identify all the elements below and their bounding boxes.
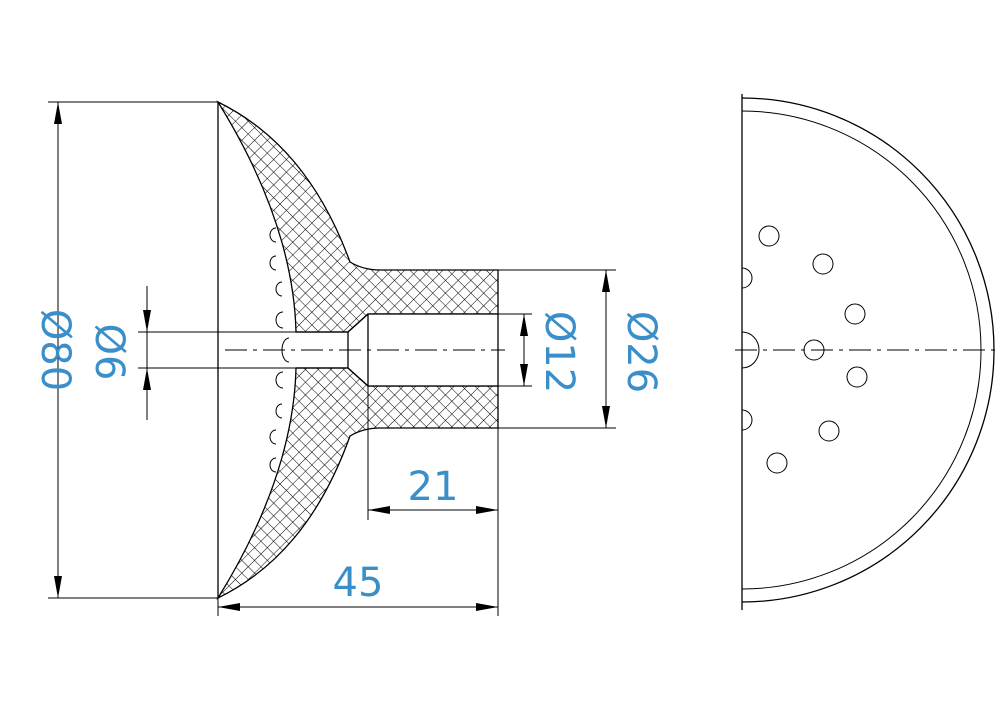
dim-outer-diameter: Ø80 xyxy=(32,101,218,599)
hole xyxy=(846,366,868,388)
label-bore-diameter: Ø12 xyxy=(536,311,582,393)
label-outer-diameter: Ø80 xyxy=(32,309,78,391)
hole xyxy=(812,253,834,275)
half-hole xyxy=(741,331,760,369)
dim-hub-diameter: Ø26 xyxy=(498,269,664,429)
dim-bore-depth: 21 xyxy=(367,386,499,520)
perforation-holes xyxy=(741,225,868,474)
half-hole xyxy=(741,409,753,431)
hole xyxy=(844,303,866,325)
label-bore-depth: 21 xyxy=(408,464,459,510)
perforation-bumps xyxy=(269,227,290,473)
hole xyxy=(803,339,825,361)
hole xyxy=(766,452,788,474)
label-overall-length: 45 xyxy=(333,560,384,606)
hatched-section-upper xyxy=(216,100,499,333)
label-hole-diameter: Ø6 xyxy=(86,324,132,381)
hole xyxy=(758,225,780,247)
label-hub-diameter: Ø26 xyxy=(618,311,664,393)
half-hole xyxy=(741,267,753,289)
hole xyxy=(818,420,840,442)
dim-bore-diameter: Ø12 xyxy=(498,311,582,393)
dim-hole-diameter: Ø6 xyxy=(86,286,296,420)
dim-overall-length: 45 xyxy=(217,510,499,616)
section-view: Ø80 Ø6 Ø12 Ø26 xyxy=(32,100,664,616)
side-view xyxy=(735,94,1000,610)
hatched-section-lower xyxy=(216,367,499,600)
